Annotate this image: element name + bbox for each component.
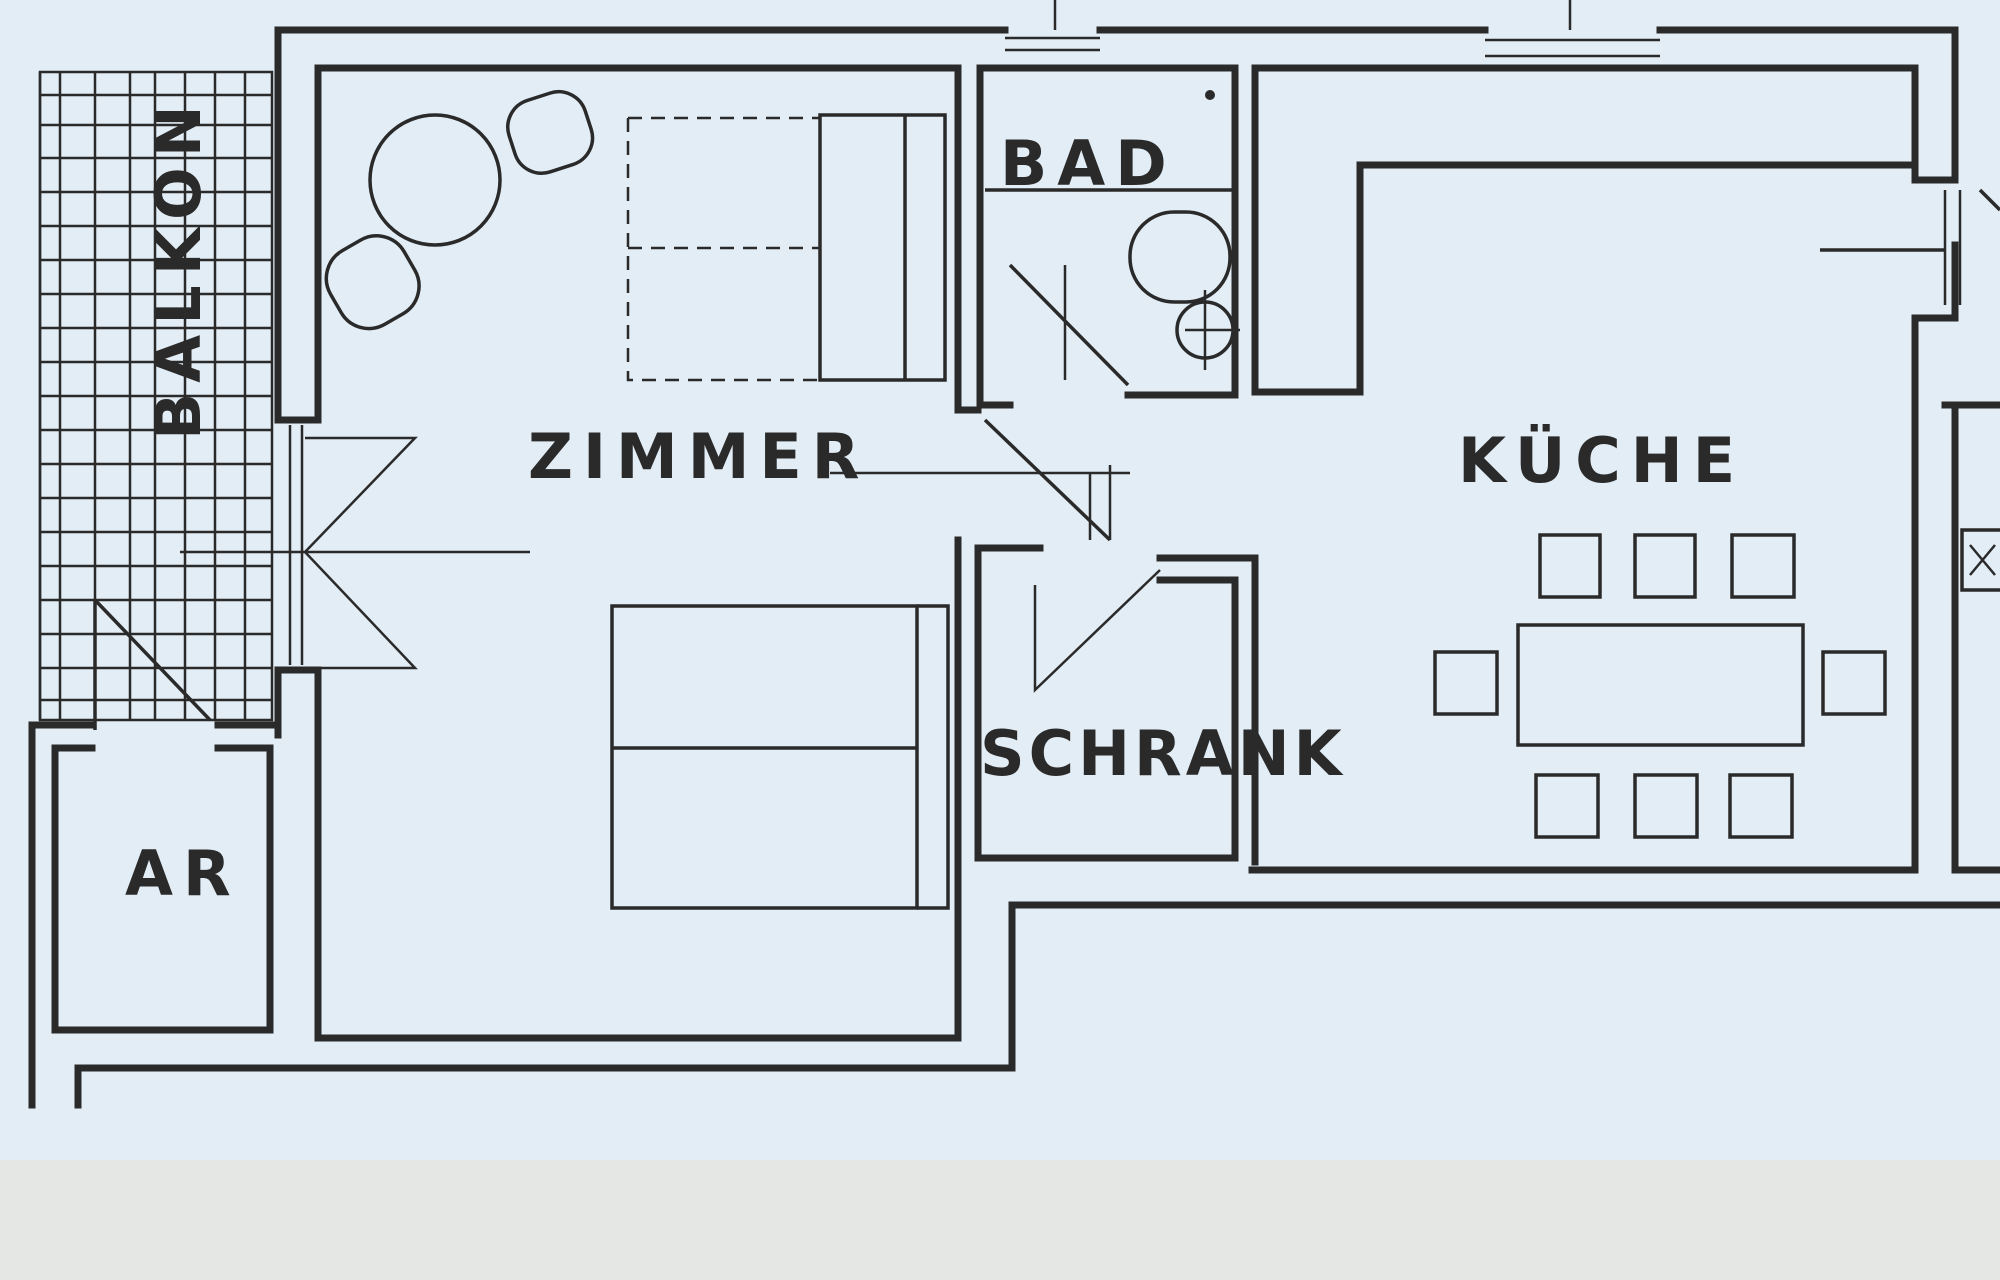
chair xyxy=(1633,773,1699,839)
round-table xyxy=(368,113,502,247)
kueche-room xyxy=(1356,161,2000,839)
toilet xyxy=(1128,210,1232,304)
chair xyxy=(1633,533,1697,599)
floor-plan-paper xyxy=(0,0,2000,1160)
zimmer-furniture xyxy=(180,89,950,910)
chair xyxy=(1433,650,1499,716)
label-bad: BAD xyxy=(1000,127,1177,200)
chair xyxy=(1534,773,1600,839)
armchair xyxy=(506,89,595,175)
balcony-grid xyxy=(38,70,274,730)
label-schrank: SCHRANK xyxy=(980,717,1346,790)
label-balkon: BALKON xyxy=(142,95,215,440)
chair xyxy=(1821,650,1887,716)
bad-room xyxy=(954,64,1364,414)
drain xyxy=(1205,90,1215,100)
chair xyxy=(1538,533,1602,599)
label-ar: AR xyxy=(125,837,241,910)
chair xyxy=(1728,773,1794,839)
label-kueche: KÜCHE xyxy=(1458,424,1745,497)
chair xyxy=(1730,533,1796,599)
schrank-room xyxy=(830,418,1259,1042)
label-zimmer: ZIMMER xyxy=(528,420,870,493)
outer-walls xyxy=(28,0,2000,1109)
dining-table xyxy=(1516,623,1805,747)
armchair xyxy=(324,234,421,331)
